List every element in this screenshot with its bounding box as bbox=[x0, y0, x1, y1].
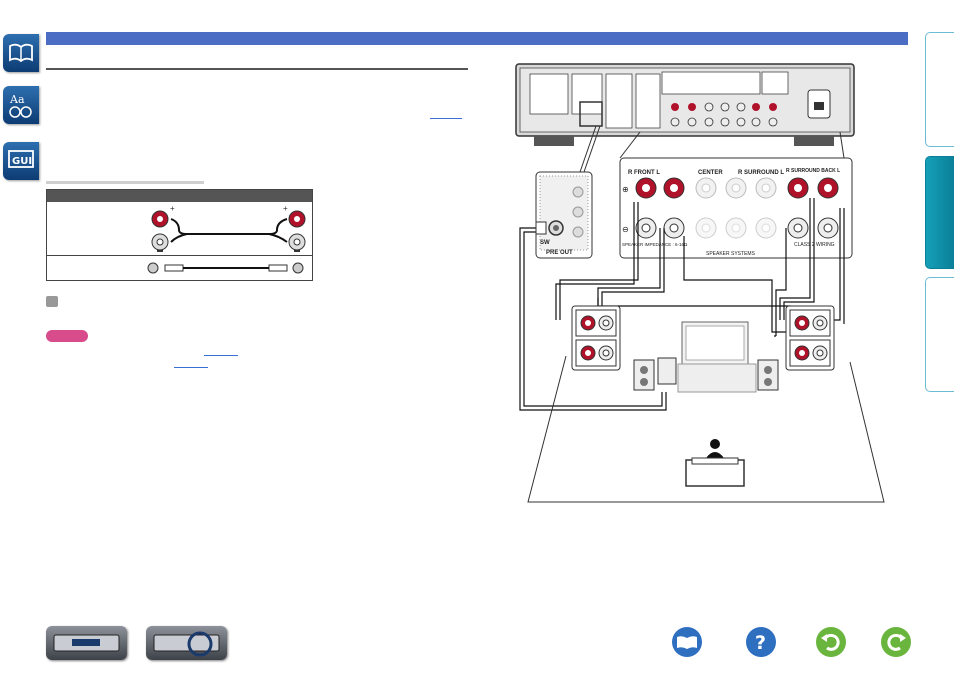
back-icon[interactable] bbox=[815, 626, 847, 658]
rear-panel-button[interactable] bbox=[146, 626, 227, 660]
page-link-3[interactable] bbox=[174, 367, 208, 368]
connection-cable-table: + + bbox=[46, 189, 313, 281]
surround-label: R SURROUND L bbox=[738, 170, 784, 176]
section-title-bar bbox=[46, 32, 908, 45]
subwoofer bbox=[657, 357, 677, 385]
pencil-icon bbox=[46, 296, 58, 307]
svg-text:⊖: ⊖ bbox=[622, 225, 629, 234]
svg-text:+: + bbox=[283, 204, 288, 213]
gui-icon[interactable]: GUI bbox=[3, 142, 39, 180]
help-icon[interactable]: ? bbox=[745, 626, 777, 658]
subheading-rule bbox=[46, 181, 204, 184]
svg-text:⊕: ⊕ bbox=[622, 185, 629, 194]
center-label: CENTER bbox=[698, 170, 723, 176]
svg-text:GUI: GUI bbox=[12, 156, 32, 167]
receiver-rear-panel bbox=[515, 63, 855, 146]
page-link-2[interactable] bbox=[204, 355, 238, 356]
speaker-impedance-label: SPEAKER IMPEDANCE : 6-16Ω bbox=[622, 242, 688, 247]
front-label: R FRONT L bbox=[628, 170, 660, 176]
svg-text:Aa: Aa bbox=[9, 93, 25, 106]
svg-text:?: ? bbox=[755, 632, 766, 654]
cable-illustration: + + bbox=[147, 204, 306, 274]
pre-out-label: PRE OUT bbox=[546, 250, 573, 256]
contents-icon[interactable] bbox=[3, 34, 39, 72]
pre-out-panel: SW PRE OUT bbox=[535, 171, 593, 259]
tab-basic[interactable] bbox=[925, 32, 954, 147]
speaker-systems-label: SPEAKER SYSTEMS bbox=[706, 251, 756, 257]
index-icon[interactable]: Aa bbox=[3, 86, 39, 124]
front-panel-button[interactable] bbox=[46, 626, 127, 660]
left-speaker-block bbox=[571, 305, 621, 371]
front-right-speaker bbox=[757, 359, 779, 391]
tab-information[interactable] bbox=[925, 277, 954, 392]
note-badge bbox=[46, 330, 88, 342]
page-link[interactable] bbox=[430, 118, 462, 119]
terminal-row-plus bbox=[635, 177, 839, 199]
right-speaker-block bbox=[785, 305, 835, 371]
heading-rule bbox=[46, 68, 468, 70]
forward-icon[interactable] bbox=[880, 626, 912, 658]
tv-illustration bbox=[677, 321, 757, 393]
table-header bbox=[47, 190, 312, 202]
sw-label: SW bbox=[540, 240, 550, 246]
front-left-speaker bbox=[633, 359, 655, 391]
surround-back-label: R SURROUND BACK L bbox=[786, 168, 840, 174]
listener-sofa bbox=[685, 439, 745, 487]
svg-text:+: + bbox=[170, 204, 175, 213]
table-divider bbox=[47, 255, 312, 256]
contents-book-icon[interactable] bbox=[671, 626, 703, 658]
speaker-wiring-diagram: SW PRE OUT R FRONT L CENTER R SURROUND L… bbox=[515, 63, 885, 503]
tab-advanced[interactable] bbox=[925, 156, 954, 269]
speaker-terminals-panel: R FRONT L CENTER R SURROUND L R SURROUND… bbox=[619, 157, 853, 259]
terminal-row-minus bbox=[635, 217, 839, 239]
